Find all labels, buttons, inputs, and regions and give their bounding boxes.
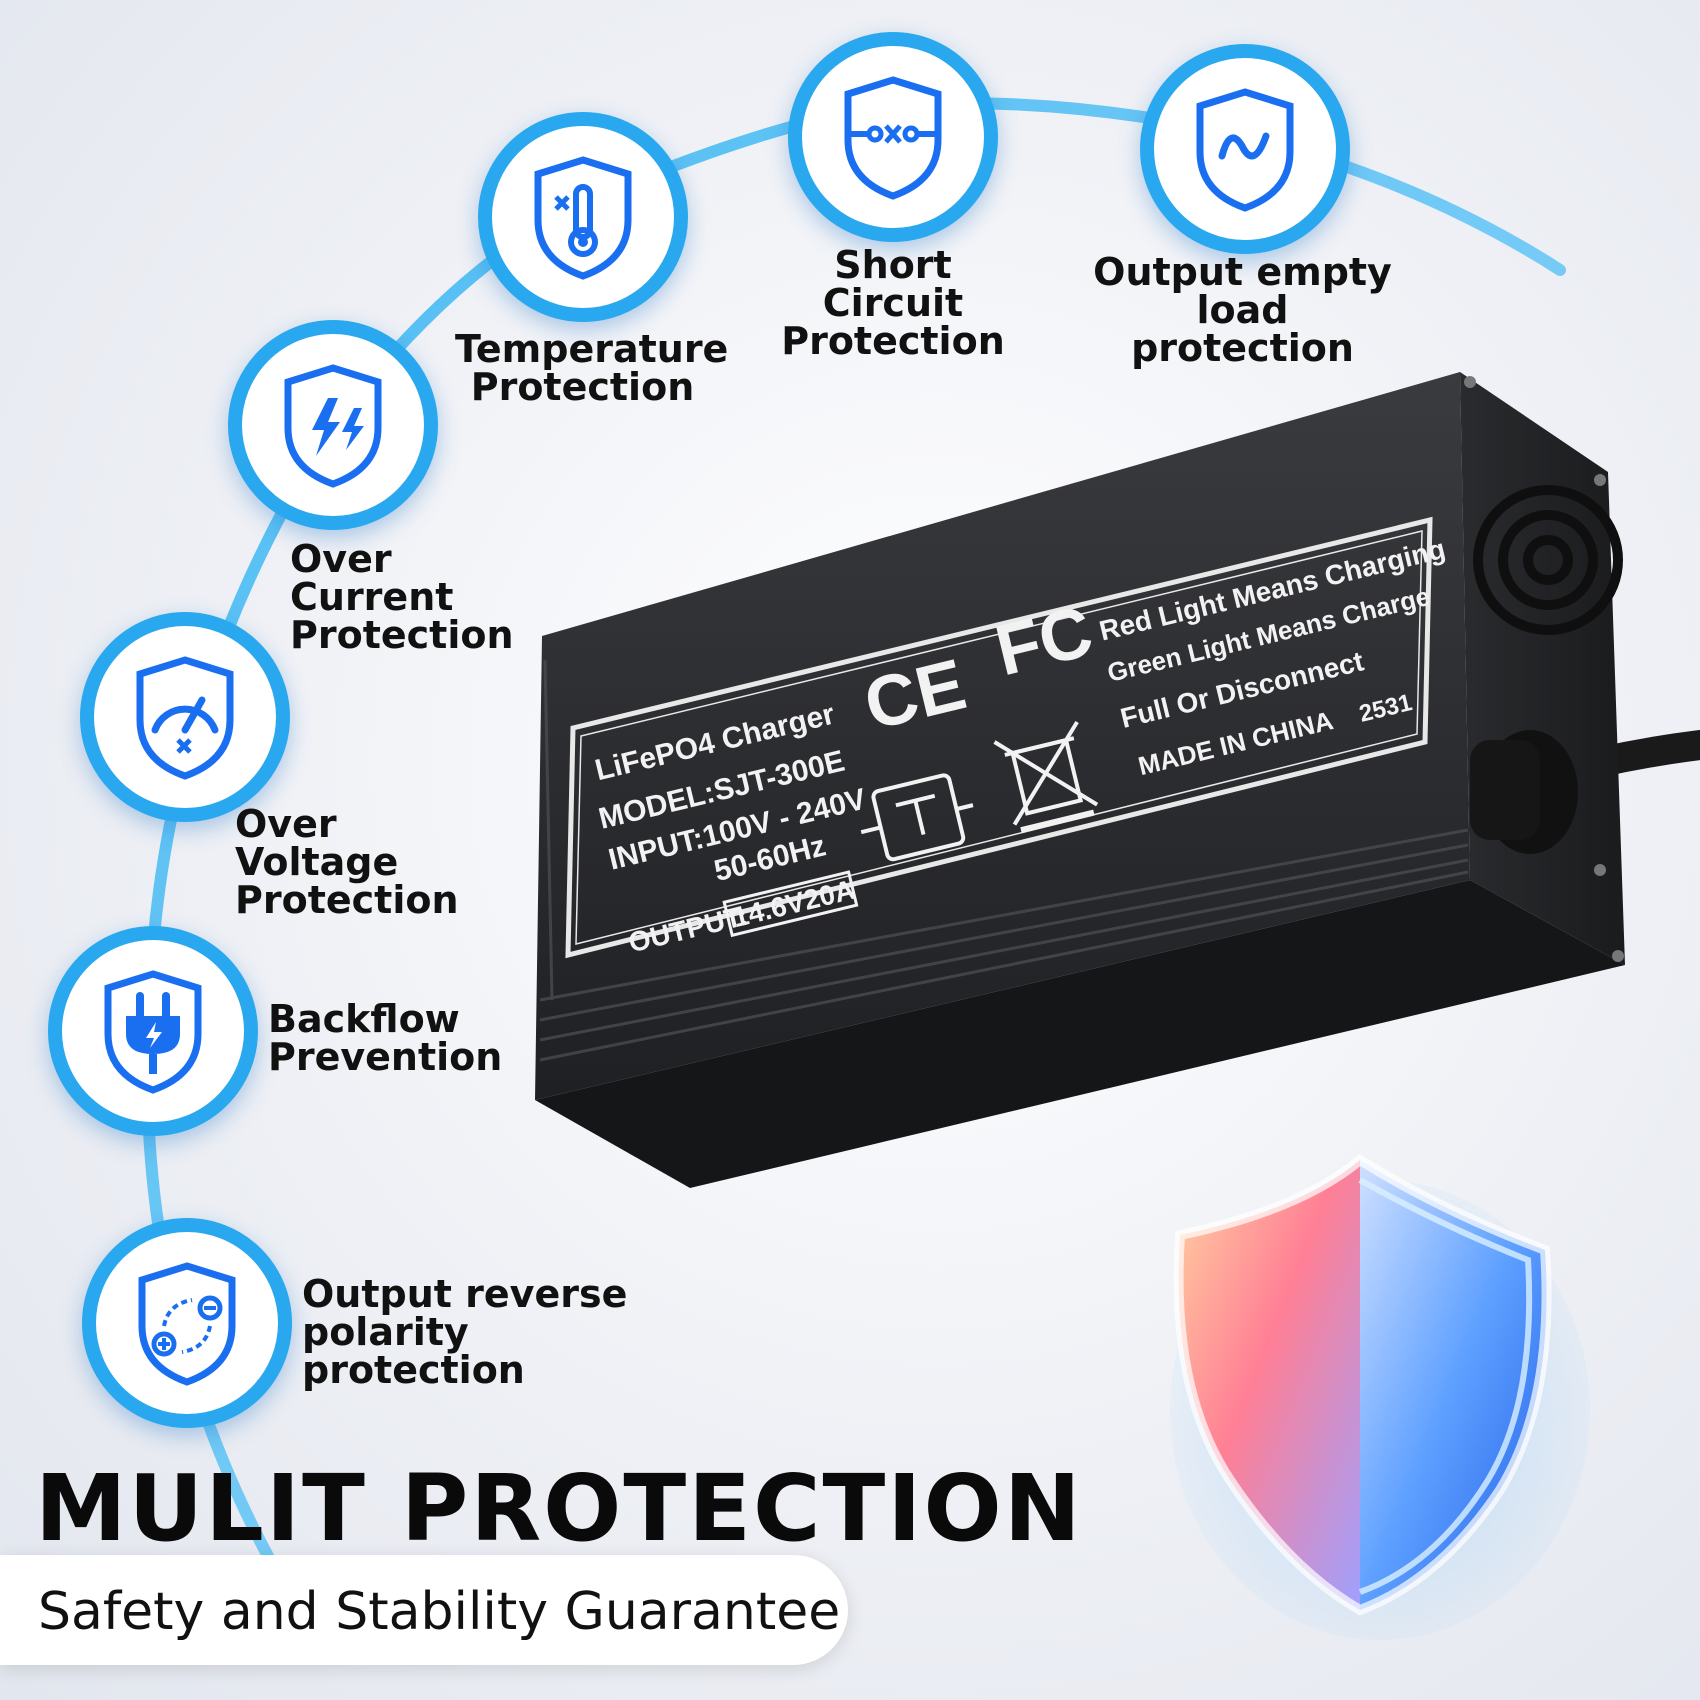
plug-shield-icon	[104, 970, 202, 1094]
over-voltage-feature	[80, 612, 290, 822]
feature-label-short-circuit: Short Circuit Protection	[781, 243, 1005, 363]
gauge-shield-icon	[136, 656, 234, 780]
feature-label-empty-load: Output empty load protection	[1093, 250, 1392, 370]
polarity-shield-icon	[138, 1262, 236, 1386]
glowing-shield-icon	[1170, 1153, 1590, 1640]
cable-strain-relief	[1470, 730, 1578, 854]
subtitle-pill	[0, 1555, 848, 1665]
feature-label-reverse-polarity: Output reverse polarity protection	[302, 1272, 628, 1392]
feature-label-temperature: Temperature Protection	[455, 327, 729, 409]
feature-label-over-voltage: Over Voltage Protection	[235, 802, 459, 922]
feature-label-backflow: Backflow Prevention	[268, 997, 503, 1079]
connector-symbol-icon	[860, 773, 974, 862]
weee-bin-icon	[993, 720, 1099, 834]
lightning-shield-icon	[284, 364, 382, 488]
fan-grille	[1473, 485, 1623, 635]
thermometer-shield-icon	[534, 156, 632, 280]
sine-wave-shield-icon	[1196, 88, 1294, 212]
headline: MULIT PROTECTION	[35, 1455, 1083, 1562]
short-circuit-shield-icon	[844, 76, 942, 200]
feature-label-over-current: Over Current Protection	[290, 537, 514, 657]
subtitle: Safety and Stability Guarantee	[38, 1582, 841, 1642]
